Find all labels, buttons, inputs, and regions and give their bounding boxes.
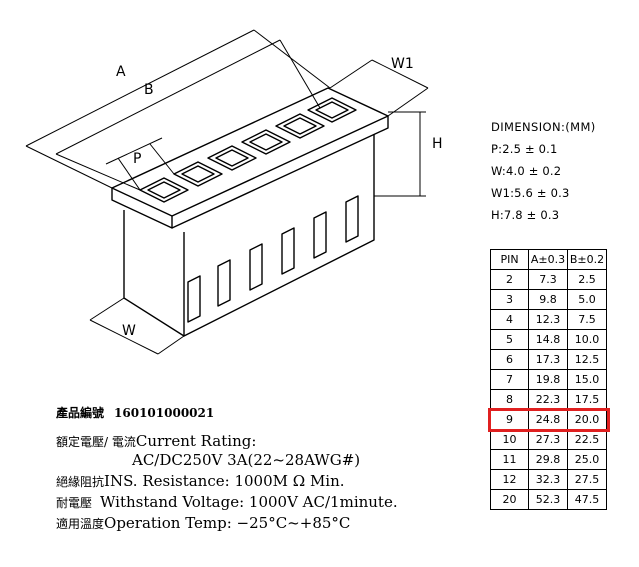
- dim-A: [25, 29, 331, 189]
- cell-b: 47.5: [567, 489, 607, 510]
- insulation-line: 絕緣阻抗INS. Resistance: 1000M Ω Min.: [56, 471, 398, 490]
- header-a: A±0.3: [528, 249, 568, 270]
- withstand-label: 耐電壓: [56, 496, 93, 510]
- cell-a: 32.3: [528, 469, 568, 490]
- cell-a: 27.3: [528, 429, 568, 450]
- rating-line: 額定電壓/ 電流Current Rating:: [56, 431, 398, 450]
- rating-value-line: AC/DC250V 3A(22~28AWG#): [56, 450, 398, 469]
- header-b: B±0.2: [567, 249, 607, 270]
- cell-b: 2.5: [567, 269, 607, 290]
- cell-b: 12.5: [567, 349, 607, 370]
- cell-b: 25.0: [567, 449, 607, 470]
- cell-pin: 4: [490, 309, 529, 330]
- cell-pin: 7: [490, 369, 529, 390]
- table-header-row: PIN A±0.3 B±0.2: [490, 249, 607, 270]
- cell-a: 52.3: [528, 489, 568, 510]
- part-label: 產品編號: [56, 406, 105, 420]
- dim-P: [105, 137, 175, 191]
- dimension-W1: W1:5.6 ± 0.3: [491, 186, 570, 200]
- cell-pin: 6: [490, 349, 529, 370]
- cell-pin: 2: [490, 269, 529, 290]
- label-H: H: [432, 136, 443, 152]
- cell-a: 14.8: [528, 329, 568, 350]
- cell-pin: 11: [490, 449, 529, 470]
- dimension-P: P:2.5 ± 0.1: [491, 142, 558, 156]
- rating-value: AC/DC250V 3A(22~28AWG#): [132, 451, 361, 469]
- cell-b: 27.5: [567, 469, 607, 490]
- part-number: 160101000021: [114, 406, 215, 420]
- cell-pin: 20: [490, 489, 529, 510]
- temperature-line: 適用溫度Operation Temp: −25°C~+85°C: [56, 513, 398, 532]
- cell-a: 29.8: [528, 449, 568, 470]
- cell-b: 17.5: [567, 389, 607, 410]
- cell-b: 22.5: [567, 429, 607, 450]
- connector-slots: [187, 195, 359, 323]
- label-P: P: [133, 151, 142, 167]
- withstand-line: 耐電壓 Withstand Voltage: 1000V AC/1minute.: [56, 492, 398, 511]
- cell-b: 10.0: [567, 329, 607, 350]
- connector-drawing: [25, 29, 429, 355]
- cell-b: 5.0: [567, 289, 607, 310]
- cell-a: 7.3: [528, 269, 568, 290]
- dimension-W: W:4.0 ± 0.2: [491, 164, 562, 178]
- dim-H: [374, 111, 426, 197]
- part-number-line: 產品編號 160101000021: [56, 404, 398, 421]
- cell-a: 17.3: [528, 349, 568, 370]
- cell-pin: 3: [490, 289, 529, 310]
- specifications: 產品編號 160101000021 額定電壓/ 電流Current Rating:…: [56, 404, 398, 532]
- dimension-H: H:7.8 ± 0.3: [491, 208, 560, 222]
- connector-ledge-front: [111, 188, 173, 229]
- dimension-list: DIMENSION:(MM) P:2.5 ± 0.1 W:4.0 ± 0.2 W…: [491, 116, 596, 226]
- cell-b: 15.0: [567, 369, 607, 390]
- dimension-title: DIMENSION:(MM): [491, 120, 596, 134]
- cell-a: 12.3: [528, 309, 568, 330]
- cell-pin: 10: [490, 429, 529, 450]
- cell-b: 7.5: [567, 309, 607, 330]
- cell-a: 19.8: [528, 369, 568, 390]
- dim-W1: [329, 59, 429, 117]
- cell-pin: 8: [490, 389, 529, 410]
- cell-a: 9.8: [528, 289, 568, 310]
- header-pin: PIN: [490, 249, 529, 270]
- rating-label: 額定電壓/ 電流: [56, 435, 136, 449]
- dim-B: [55, 39, 321, 191]
- cell-pin: 5: [490, 329, 529, 350]
- label-W1: W1: [391, 56, 414, 72]
- temperature-text: Operation Temp: −25°C~+85°C: [104, 514, 351, 532]
- label-W: W: [122, 323, 136, 339]
- cell-a: 22.3: [528, 389, 568, 410]
- insulation-label: 絕緣阻抗: [56, 475, 105, 489]
- dim-W: [89, 297, 185, 355]
- highlight-box: [487, 407, 610, 432]
- rating-text: Current Rating:: [135, 432, 257, 450]
- cell-pin: 12: [490, 469, 529, 490]
- withstand-text: Withstand Voltage: 1000V AC/1minute.: [100, 493, 398, 511]
- label-A: A: [116, 64, 126, 80]
- insulation-text: INS. Resistance: 1000M Ω Min.: [104, 472, 345, 490]
- label-B: B: [144, 82, 154, 98]
- connector-body: [123, 134, 375, 337]
- temperature-label: 適用溫度: [56, 517, 105, 531]
- connector-cavities: [139, 97, 357, 203]
